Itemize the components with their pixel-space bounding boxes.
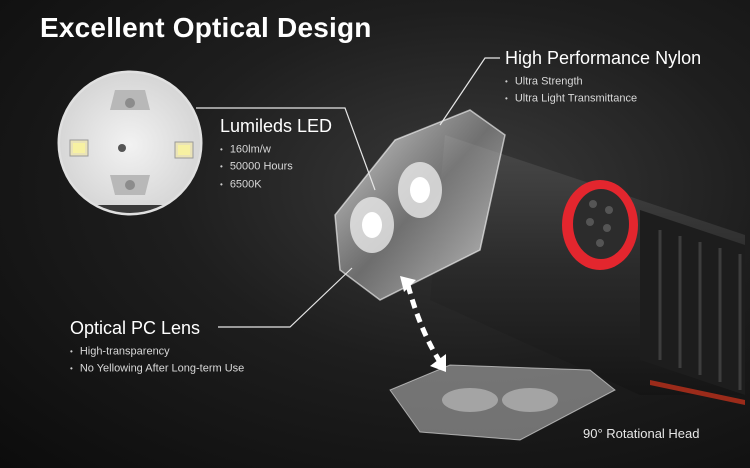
rotation-label: 90° Rotational Head — [583, 426, 700, 441]
callout-nylon-heading: High Performance Nylon — [505, 48, 702, 68]
callout-led-heading: Lumileds LED — [220, 116, 333, 136]
page-title: Excellent Optical Design — [40, 12, 372, 43]
callout-led-bullet: 50000 Hours — [220, 158, 332, 175]
callout-lens: Optical PC Lens High-transparency No Yel… — [70, 318, 244, 378]
callout-nylon: High Performance Nylon Ultra Strength Ul… — [505, 48, 701, 108]
led-zoom-circle — [57, 70, 203, 216]
callout-lens-bullet: High-transparency — [70, 343, 244, 360]
callout-led-bullet: 160lm/w — [220, 141, 332, 158]
callout-lines — [196, 57, 500, 328]
callout-led: Lumileds LED 160lm/w 50000 Hours 6500K — [220, 116, 332, 193]
callout-lens-heading: Optical PC Lens — [70, 318, 201, 338]
callout-nylon-bullet: Ultra Strength — [505, 73, 701, 90]
lens-head — [334, 109, 506, 301]
callout-led-bullet: 6500K — [220, 176, 332, 193]
callout-nylon-bullet: Ultra Light Transmittance — [505, 90, 701, 107]
callout-lens-bullet: No Yellowing After Long-term Use — [70, 360, 244, 377]
power-button-icon — [562, 180, 638, 270]
rotated-lens-head — [389, 364, 616, 441]
rotation-arrow-icon — [400, 276, 446, 372]
